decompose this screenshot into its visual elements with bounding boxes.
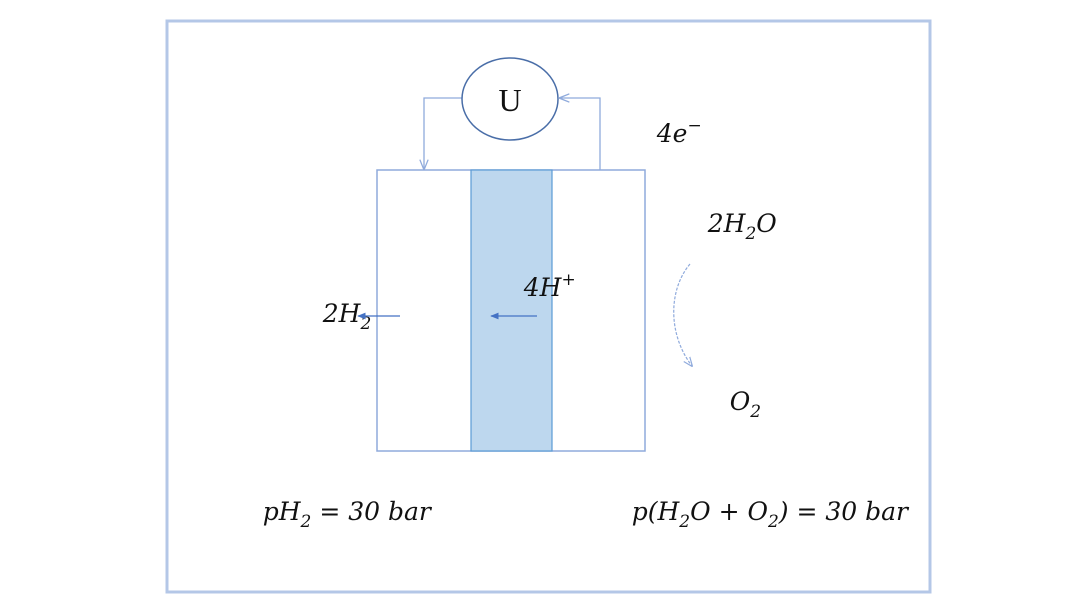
electrons-label: 4e− [617,108,726,148]
water-to-oxygen-arrow [673,263,692,366]
cathode-pressure-label: pH2 = 30 bar [223,497,455,532]
voltage-source-icon [461,57,559,141]
outer-frame [165,19,932,594]
anode-pressure-label: p(H2O + O2) = 30 bar [592,497,932,532]
membrane [470,169,553,452]
wire-right [560,98,601,170]
water-label: 2H2O [668,209,801,244]
protons-label: 4H+ [484,262,600,302]
voltage-source-label: U [498,82,521,118]
wire-left [424,97,462,169]
hydrogen-label: 2H2 [283,299,395,335]
oxygen-label: O2 [690,387,785,423]
